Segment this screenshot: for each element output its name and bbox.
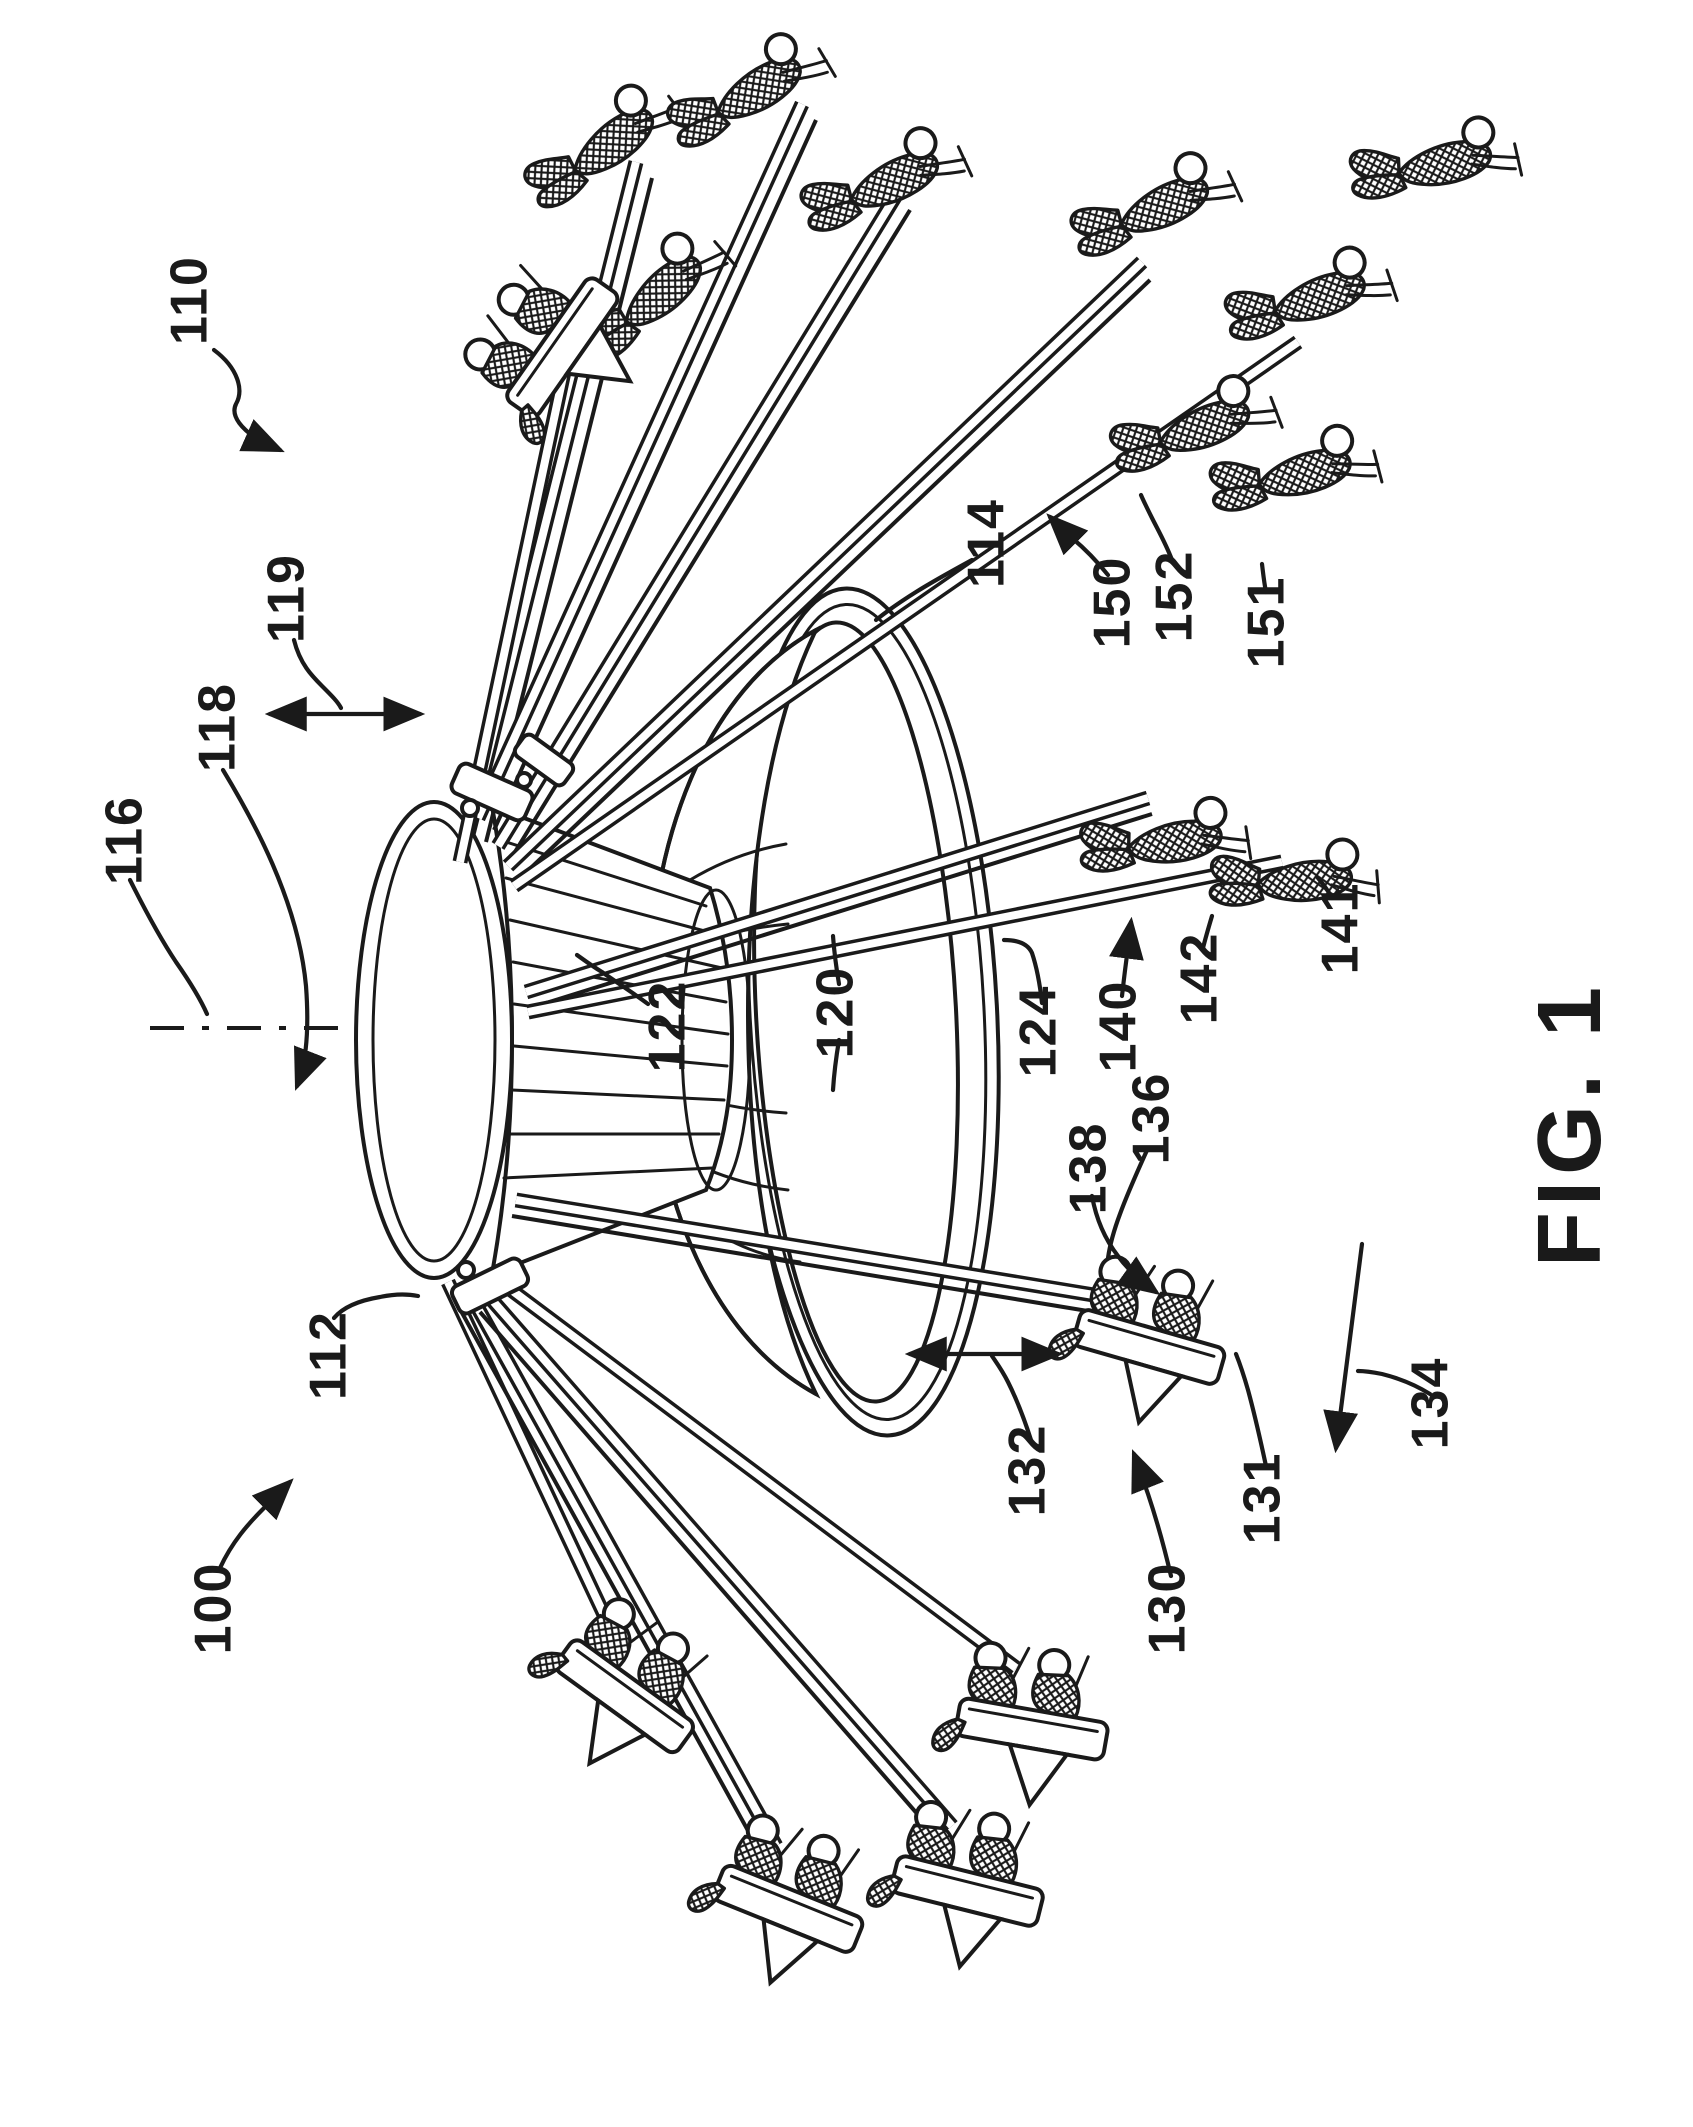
swing-arm [491, 188, 912, 862]
ref-label-132: 132 [999, 1424, 1057, 1517]
leader-116 [127, 877, 210, 1017]
ref-label-118: 118 [189, 682, 247, 772]
ref-label-134: 134 [1402, 1357, 1460, 1450]
swing-arm [523, 790, 1153, 1010]
ref-label-110: 110 [161, 255, 219, 345]
leader-131 [1233, 1351, 1269, 1469]
swing-arm [501, 1279, 1021, 1675]
ref-label-114: 114 [958, 498, 1016, 588]
swing-arm [526, 854, 1284, 1020]
ref-label-112: 112 [300, 1310, 358, 1400]
leader-136 [1105, 1145, 1151, 1261]
leader-152 [1138, 492, 1175, 563]
leader-120-upper [830, 933, 842, 987]
ref-label-150: 150 [1084, 556, 1142, 649]
ref-label-100: 100 [185, 1562, 243, 1655]
ride-structure [150, 586, 1001, 1438]
leader-140 [1109, 916, 1144, 999]
leader-122 [574, 952, 651, 1007]
canopy-cone [489, 802, 752, 1278]
ref-label-120: 120 [807, 966, 865, 1059]
leader-134 [1355, 1368, 1433, 1397]
swing-arm [454, 1290, 783, 1857]
leader-119 [291, 637, 344, 711]
swing-arm [471, 100, 818, 831]
ref-label-124: 124 [1010, 985, 1068, 1078]
leader-120-lower [830, 1037, 842, 1093]
swing-arm [511, 1192, 1126, 1318]
ref-label-119: 119 [258, 553, 316, 643]
leader-138 [1089, 1193, 1161, 1296]
leader-151 [1259, 561, 1269, 595]
ref-label-130: 130 [1139, 1562, 1197, 1655]
leader-112 [331, 1292, 421, 1321]
leader-114 [873, 557, 975, 623]
swing-arms [441, 100, 1303, 1857]
leader-124 [1001, 937, 1045, 1006]
leader-141 [1315, 875, 1335, 901]
ref-label-141: 141 [1312, 882, 1370, 975]
ref-label-136: 136 [1123, 1072, 1181, 1165]
ref-label-138: 138 [1060, 1122, 1118, 1215]
ref-label-122: 122 [639, 980, 697, 1073]
rotation-arrow-118 [220, 767, 327, 1091]
leader-142 [1200, 913, 1215, 951]
swing-arm [502, 256, 1152, 884]
ref-label-140: 140 [1090, 980, 1148, 1073]
leader-130 [1131, 1449, 1174, 1579]
ref-label-131: 131 [1234, 1452, 1292, 1545]
ref-label-142: 142 [1171, 932, 1229, 1025]
ref-label-152: 152 [1146, 550, 1204, 643]
travel-arrow-134 [1323, 1241, 1365, 1454]
arm-pivot-hardware [449, 732, 576, 1316]
ref-label-151: 151 [1238, 576, 1296, 669]
swing-arm [478, 1295, 958, 1842]
annotation-leaders [127, 347, 1433, 1579]
leader-150 [1046, 513, 1111, 578]
ref-label-116: 116 [96, 795, 154, 885]
canopy-disc [354, 800, 514, 1280]
leader-110 [211, 347, 285, 453]
leader-100 [217, 1478, 294, 1571]
figure-caption: FIG. 1 [1520, 981, 1620, 1267]
